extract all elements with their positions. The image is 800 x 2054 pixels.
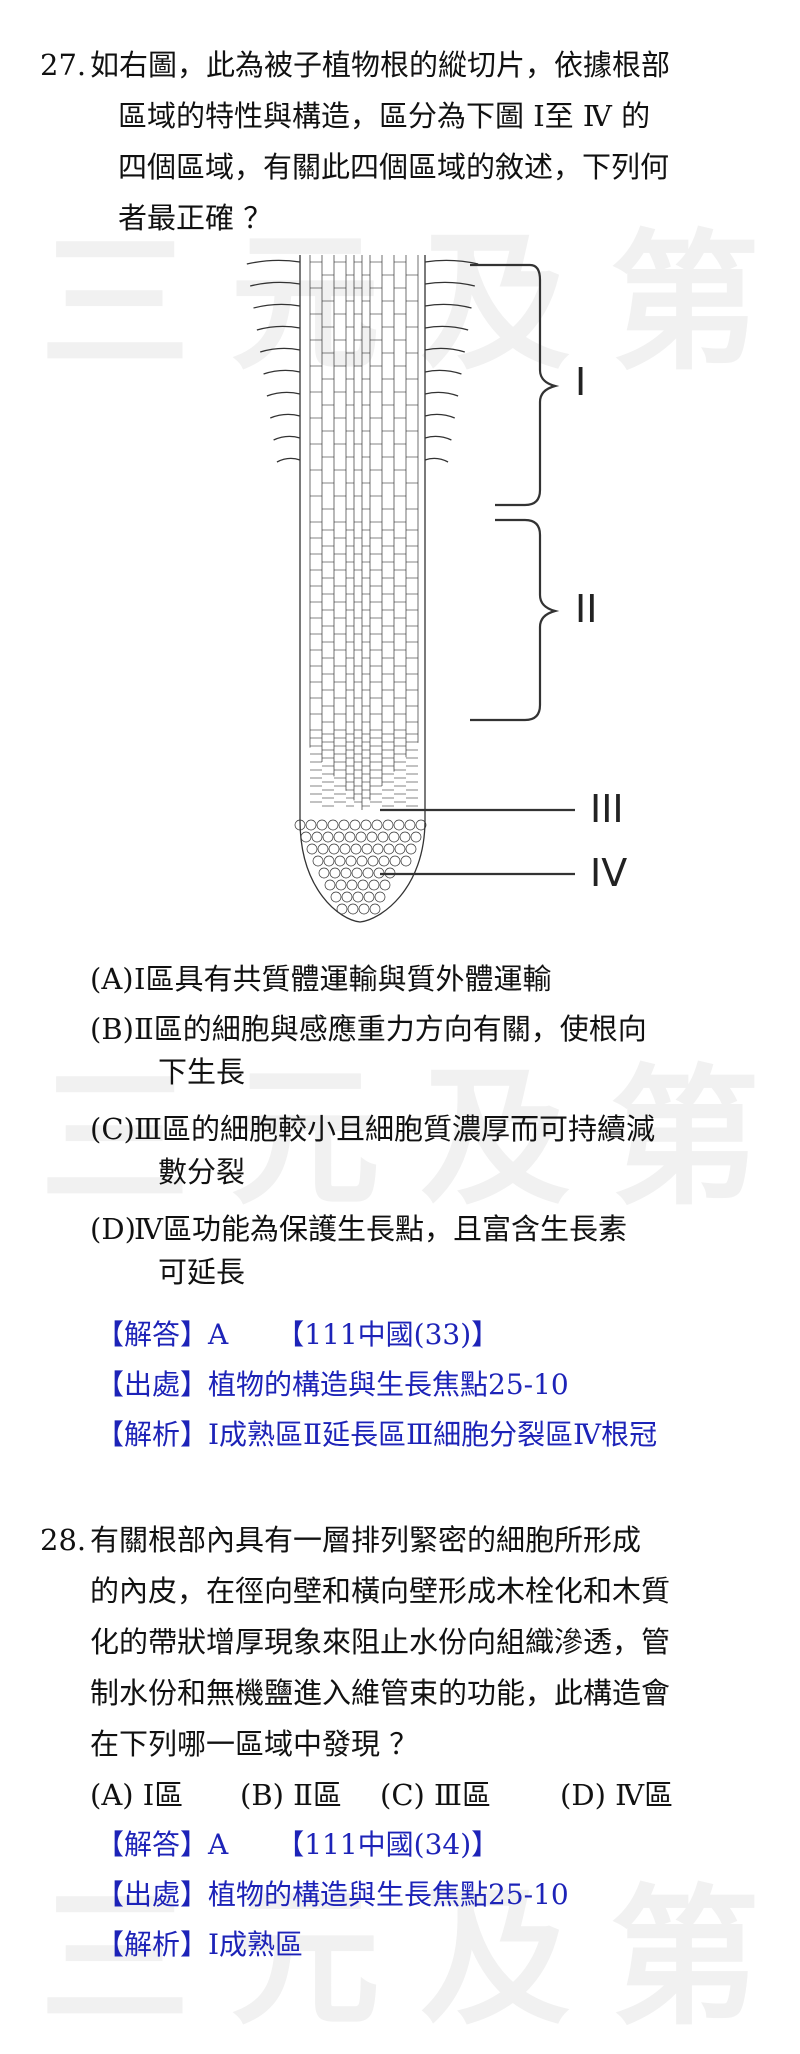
stem-line: 者最正確 ？ [118, 201, 273, 235]
question-27: 27. 如右圖，此為被子植物根的縱切片，依據根部 區域的特性與構造，區分為下圖 … [40, 40, 760, 244]
zone-brackets [380, 263, 575, 876]
bracket-zone-1 [470, 263, 560, 507]
stem-line: 如右圖，此為被子植物根的縱切片，依據根部 [90, 48, 671, 82]
option-d: (D) Ⅳ區功能為保護生長點，且富含生長素可延長 [90, 1212, 627, 1289]
option-a: (A) Ⅰ區 [90, 1778, 184, 1812]
stem-line: 在下列哪一區域中發現 ？ [90, 1727, 419, 1761]
origin-27: 【出處】植物的構造與生長焦點25-10 [96, 1368, 569, 1401]
option-d: (D) Ⅳ區 [560, 1778, 674, 1812]
option-b: (B) Ⅱ區的細胞與感應重力方向有關，使根向下生長 [90, 1012, 647, 1089]
root-cells [294, 255, 427, 915]
origin-28: 【出處】植物的構造與生長焦點25-10 [96, 1878, 569, 1911]
root-outline [299, 255, 426, 923]
zone-label-4: IV [590, 851, 627, 895]
zone-label-2: II [575, 587, 597, 631]
option-b: (B) Ⅱ區 [240, 1778, 342, 1812]
root-section-diagram: I II III IV [246, 255, 627, 923]
answer-28: 【解答】A【111中國(34)】 [96, 1828, 500, 1861]
question-number: 27. [40, 48, 87, 82]
zone-label-3: III [590, 787, 624, 831]
explanation-27: 【解析】Ⅰ成熟區Ⅱ延長區Ⅲ細胞分裂區Ⅳ根冠 [96, 1418, 658, 1451]
option-a: (A) Ⅰ區具有共質體運輸與質外體運輸 [90, 962, 552, 996]
bracket-zone-2 [470, 518, 560, 722]
stem-line: 有關根部內具有一層排列緊密的細胞所形成 [90, 1523, 642, 1557]
explanation-28: 【解析】Ⅰ成熟區 [96, 1928, 304, 1961]
stem-line: 四個區域，有關此四個區域的敘述，下列何 [118, 150, 670, 184]
zone-label-1: I [575, 360, 586, 404]
question-number: 28. [40, 1523, 87, 1557]
root-hairs [246, 259, 479, 463]
answer-27: 【解答】A【111中國(33)】 [96, 1318, 500, 1351]
stem-line: 化的帶狀增厚現象來阻止水份向組織滲透，管 [90, 1625, 671, 1659]
option-c: (C) Ⅲ區 [380, 1778, 492, 1812]
option-c: (C) Ⅲ區的細胞較小且細胞質濃厚而可持續減數分裂 [90, 1112, 655, 1189]
stem-line: 的內皮，在徑向壁和橫向壁形成木栓化和木質 [90, 1574, 671, 1608]
question-28: 28. 有關根部內具有一層排列緊密的細胞所形成 的內皮，在徑向壁和橫向壁形成木栓… [40, 1515, 760, 1770]
options-28: (A) Ⅰ區 (B) Ⅱ區 (C) Ⅲ區 (D) Ⅳ區 [90, 1775, 730, 1815]
stem-line: 制水份和無機鹽進入維管束的功能，此構造會 [90, 1676, 671, 1710]
root-drawing [246, 255, 479, 923]
stem-line: 區域的特性與構造，區分為下圖 Ⅰ至 Ⅳ 的 [118, 99, 651, 133]
